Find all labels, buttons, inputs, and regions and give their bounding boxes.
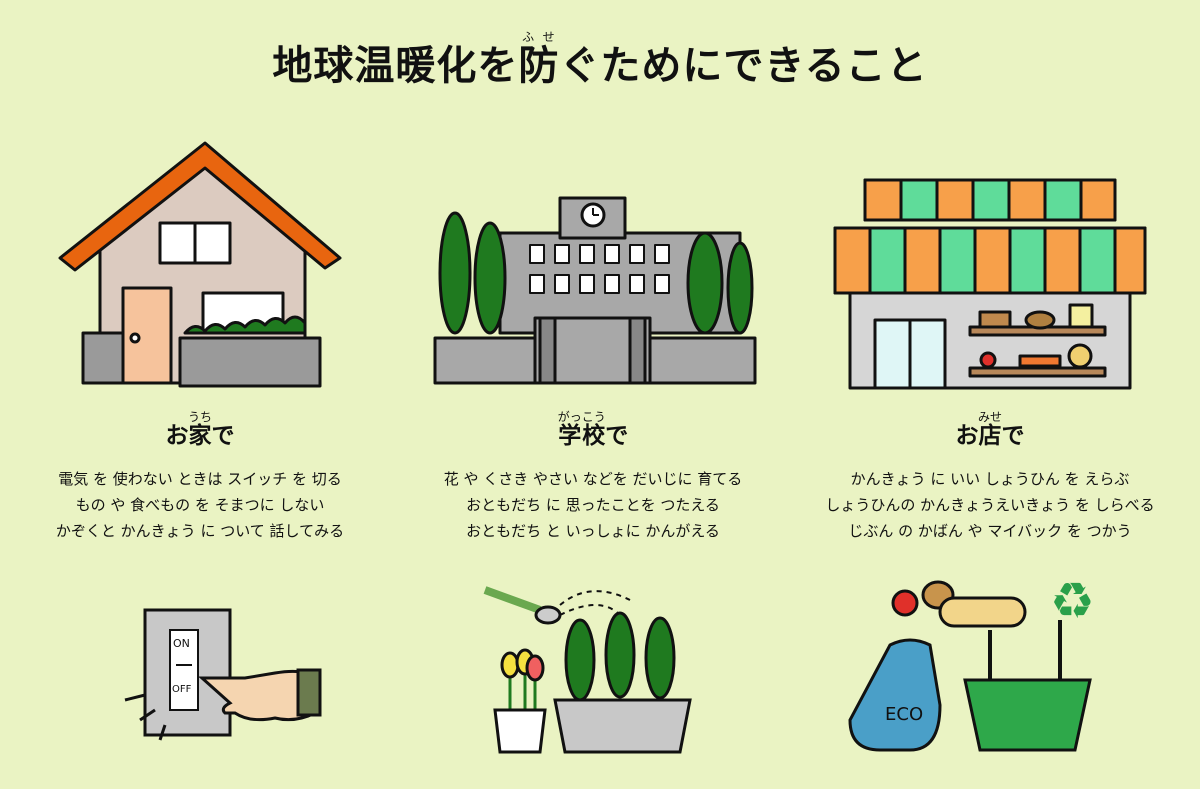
section-line: おともだち に 思ったことを つたえる <box>466 496 720 514</box>
school-illustration <box>433 196 757 385</box>
title-ruby: 防ふせ <box>518 30 560 89</box>
shopping-illustration: ♻ ECO <box>848 572 1095 752</box>
title-part: 地球温暖化を <box>272 43 519 89</box>
section-line: 電気 を 使わない ときは スイッチ を 切る <box>58 470 342 488</box>
title-part: ぐためにできること <box>559 43 928 89</box>
section-line: かぞくと かんきょう に ついて 話してみる <box>55 522 345 540</box>
bag-label: ECO <box>885 704 923 725</box>
section-home: お家うちで 電気 を 使わない ときは スイッチ を 切る もの や 食べもの … <box>10 410 390 544</box>
section-line: じぶん の かばん や マイバック を つかう <box>848 522 1132 540</box>
shop-illustration <box>833 178 1147 390</box>
light-switch-illustration: ON OFF <box>124 608 322 741</box>
house-illustration <box>58 141 342 388</box>
section-line: 花 や くさき やさい などを だいじに 育てる <box>443 470 743 488</box>
recycle-icon: ♻ <box>1050 572 1095 630</box>
section-shop: お店みせで かんきょう に いい しょうひん を えらぶ しょうひんの かんきょ… <box>800 410 1180 544</box>
section-line: おともだち と いっしょに かんがえる <box>466 522 720 540</box>
section-line: しょうひんの かんきょうえいきょう を しらべる <box>825 496 1155 514</box>
plants-illustration <box>483 586 692 754</box>
section-heading: お店みせで <box>955 410 1025 449</box>
page-title: 地球温暖化を防ふせぐためにできること <box>0 30 1200 91</box>
switch-on-label: ON <box>173 637 190 650</box>
section-line: もの や 食べもの を そまつに しない <box>75 496 325 514</box>
section-heading: 学校がっこうで <box>557 410 629 449</box>
section-school: 学校がっこうで 花 や くさき やさい などを だいじに 育てる おともだち に… <box>403 410 783 544</box>
section-line: かんきょう に いい しょうひん を えらぶ <box>850 470 1130 488</box>
switch-off-label: OFF <box>172 684 192 695</box>
section-heading: お家うちで <box>165 410 235 449</box>
